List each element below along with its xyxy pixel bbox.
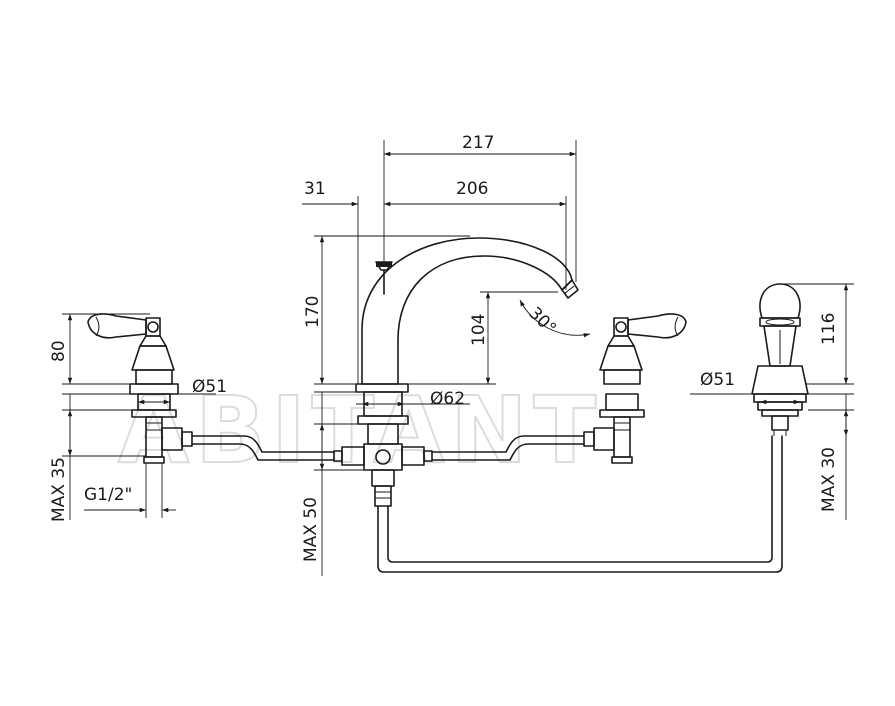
dim-spout-height: 170 xyxy=(303,296,323,328)
dim-spout-reach: 206 xyxy=(456,179,488,199)
dim-left-shank-max: MAX 35 xyxy=(49,457,69,522)
dimension-labels: 217 206 31 170 104 30° 80 Ø51 Ø62 Ø51 11… xyxy=(49,133,839,562)
dim-spout-reach-total: 217 xyxy=(462,133,494,153)
watermark: ABITANT xyxy=(118,377,602,484)
dim-spout-base-diameter: Ø62 xyxy=(430,389,465,409)
dim-swivel-angle: 30° xyxy=(524,303,559,338)
connecting-pipes xyxy=(191,435,783,573)
dim-outlet-height: 104 xyxy=(469,314,489,346)
dim-left-base-diameter: Ø51 xyxy=(192,377,227,397)
dim-thread: G1/2" xyxy=(84,485,132,505)
hand-shower xyxy=(751,283,809,436)
dimension-lines xyxy=(62,140,854,576)
dim-spout-offset: 31 xyxy=(304,179,326,199)
dim-left-handle-height: 80 xyxy=(49,340,69,362)
dim-center-shank-max: MAX 50 xyxy=(301,497,321,562)
dim-right-base-diameter: Ø51 xyxy=(700,370,735,390)
right-valve xyxy=(583,313,687,464)
dim-hand-shower-height: 116 xyxy=(819,313,839,345)
dim-right-shank-max: MAX 30 xyxy=(819,447,839,512)
